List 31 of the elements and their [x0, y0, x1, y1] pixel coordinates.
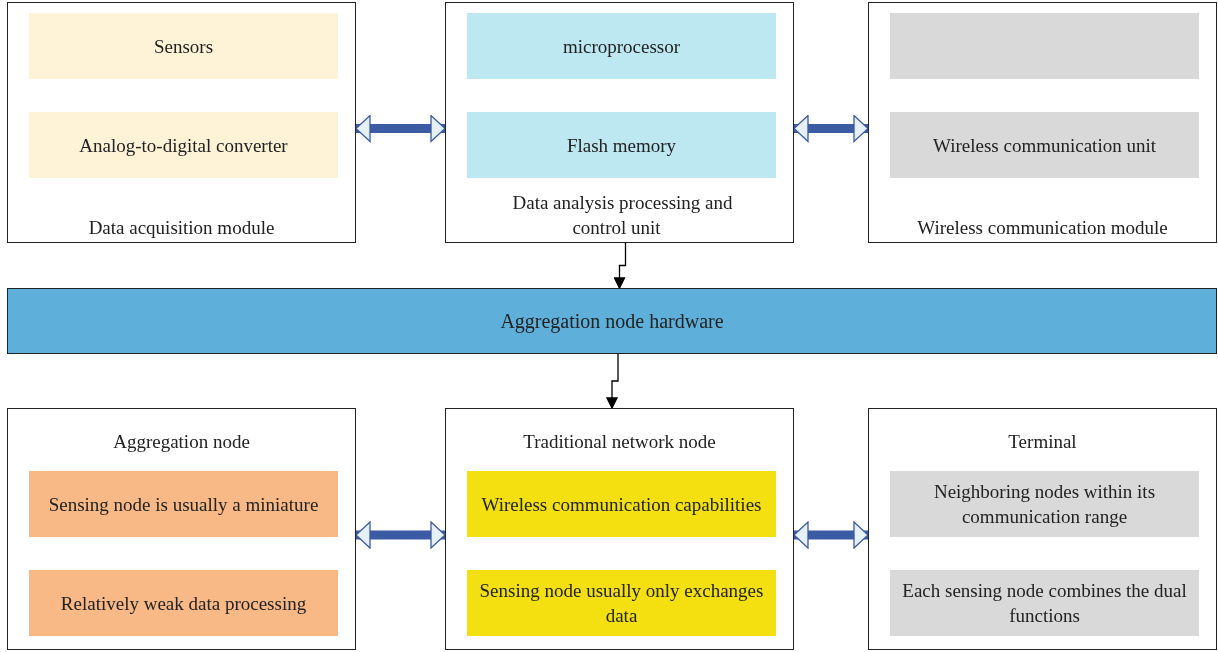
- module-panel: [7, 2, 356, 243]
- module-panel: [445, 2, 794, 243]
- double-arrow: [355, 521, 446, 549]
- hardware-bar: Aggregation node hardware: [7, 288, 1217, 354]
- module-title: Terminal: [1007, 431, 1078, 452]
- component-box: Sensing node usually only exchanges data: [467, 570, 776, 636]
- module-panel: [868, 2, 1217, 243]
- module-panel: [868, 408, 1217, 650]
- double-arrow: [793, 114, 869, 143]
- component-box: Sensing node is usually a miniature: [29, 471, 338, 537]
- arrow: [613, 242, 627, 289]
- component-box: Wireless communication unit: [890, 112, 1199, 178]
- module-panel: [7, 408, 356, 650]
- module-title: Traditional network node: [522, 431, 717, 452]
- empty-box: [890, 13, 1199, 79]
- module-title: Data acquisition module: [87, 217, 276, 238]
- component-box: Sensors: [29, 13, 338, 79]
- module-panel: [445, 408, 794, 650]
- component-box: microprocessor: [467, 13, 776, 79]
- double-arrow: [355, 114, 446, 143]
- component-box: Analog-to-digital converter: [29, 112, 338, 178]
- component-box: Wireless communication capabilities: [467, 471, 776, 537]
- double-arrow: [793, 521, 869, 549]
- module-title: Data analysis processing and control unit: [511, 192, 733, 238]
- module-title: Wireless communication module: [916, 217, 1169, 238]
- module-title: Aggregation node: [112, 431, 251, 452]
- component-box: Neighboring nodes within its communication range: [890, 471, 1199, 537]
- component-box: Flash memory: [467, 112, 776, 178]
- arrow: [606, 353, 619, 409]
- component-box: Each sensing node combines the dual functions: [890, 570, 1199, 636]
- component-box: Relatively weak data processing: [29, 570, 338, 636]
